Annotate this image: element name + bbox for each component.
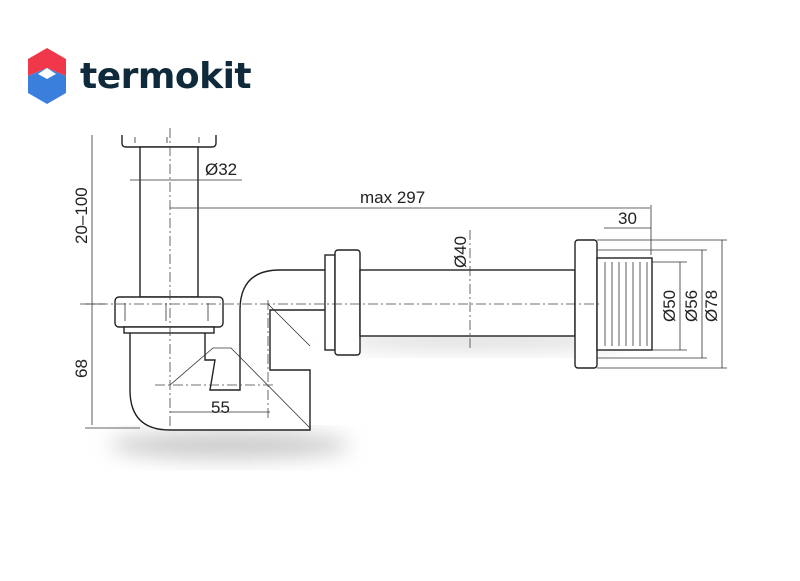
dim-outlet-d2: Ø56 — [682, 290, 701, 322]
dim-offset: 55 — [211, 398, 230, 417]
dim-flange-depth: 30 — [618, 209, 637, 228]
hexagon-logo-icon — [28, 48, 66, 104]
dim-trap-height: 68 — [72, 359, 91, 378]
dim-pipe-diameter: Ø40 — [451, 236, 470, 268]
dim-max-length: max 297 — [360, 188, 425, 207]
brand-name: termokit — [80, 55, 252, 97]
termokit-logo: termokit — [26, 46, 252, 106]
dim-height-adjust: 20–100 — [72, 187, 91, 244]
dim-outlet-d1: Ø50 — [660, 290, 679, 322]
inlet-pipe — [121, 135, 217, 298]
outlet-pipe — [324, 239, 653, 369]
dim-outlet-d3: Ø78 — [702, 290, 721, 322]
trap-body — [114, 269, 331, 431]
dim-inlet-diameter: Ø32 — [205, 160, 237, 179]
